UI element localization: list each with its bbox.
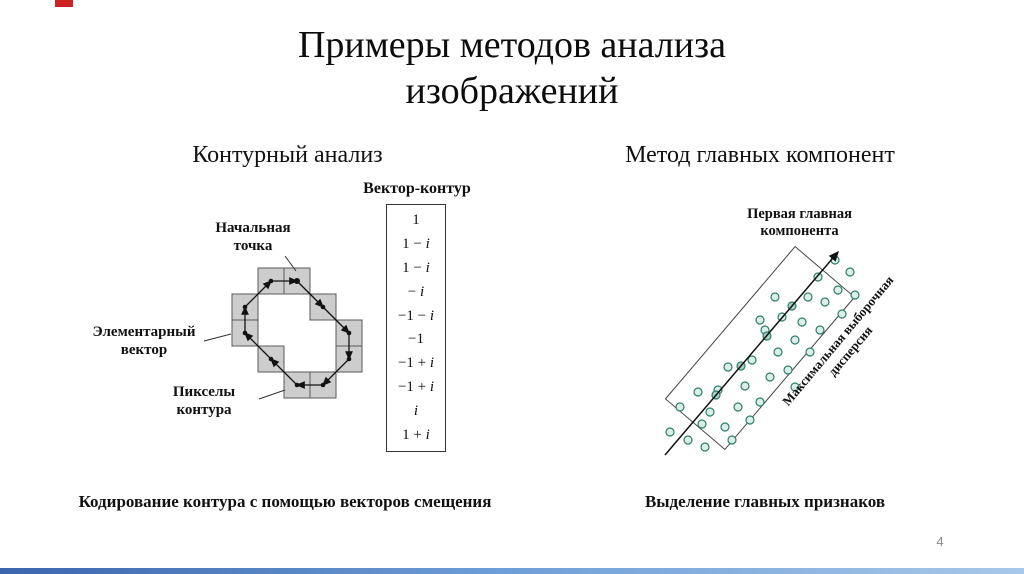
elementary-vector-arrow	[244, 280, 272, 308]
elementary-vector-arrow	[244, 332, 272, 360]
left-caption: Кодирование контура с помощью векторов с…	[78, 492, 492, 511]
data-point	[747, 355, 757, 365]
contour-node-dot	[294, 382, 300, 388]
data-point	[773, 347, 783, 357]
data-point	[755, 397, 765, 407]
data-point	[803, 292, 813, 302]
principal-component-label: Первая главная компонента	[732, 206, 867, 241]
data-point	[815, 325, 825, 335]
data-point	[770, 292, 780, 302]
data-point	[845, 267, 855, 277]
slide-title: Примеры методов анализа изображений	[0, 22, 1024, 115]
data-point	[813, 272, 823, 282]
data-point	[755, 315, 765, 325]
principal-axis-arrow	[664, 250, 839, 456]
data-point	[830, 255, 840, 265]
start-point-label: Начальная точка	[215, 220, 291, 254]
data-point	[705, 407, 715, 417]
vector-contour-label: Вектор-контур	[363, 180, 471, 197]
vector-value: − i	[407, 283, 425, 300]
data-point	[797, 317, 807, 327]
elementary-vector-label: Элементарный вектор	[92, 324, 196, 358]
contour-node-dot	[268, 356, 274, 362]
contour-pixels-label: Пикселы контура	[172, 384, 236, 418]
contour-node-dot	[242, 330, 248, 336]
data-point	[765, 372, 775, 382]
label-leader-line	[284, 255, 297, 272]
label-leader-line	[203, 333, 232, 342]
elementary-vector-arrow	[296, 280, 324, 308]
data-point	[790, 382, 800, 392]
vector-value: i	[413, 403, 419, 419]
corner-red-mark	[55, 0, 73, 7]
contour-node-dot	[268, 278, 274, 284]
data-point	[683, 435, 693, 445]
data-point	[805, 347, 815, 357]
data-point	[837, 309, 847, 319]
vector-value: −1 − i	[397, 307, 435, 324]
vector-value: −1 + i	[397, 379, 435, 396]
data-point	[720, 422, 730, 432]
vector-value: 1 + i	[402, 426, 430, 443]
contour-node-dot	[320, 382, 326, 388]
principal-component-label-line2: компонента	[760, 223, 839, 240]
data-point	[665, 427, 675, 437]
data-point	[727, 435, 737, 445]
data-point	[790, 335, 800, 345]
start-point-dot	[294, 278, 300, 284]
contour-svg	[203, 255, 363, 400]
data-point	[745, 415, 755, 425]
footer-bar	[0, 568, 1024, 574]
vector-value: 1 − i	[402, 259, 430, 276]
right-caption: Выделение главных признаков	[644, 492, 886, 511]
data-point	[693, 387, 703, 397]
elementary-vector-arrow	[322, 306, 350, 334]
contour-node-dot	[320, 304, 326, 310]
vector-value: −1	[408, 331, 424, 348]
data-point	[723, 362, 733, 372]
contour-node-dot	[346, 356, 352, 362]
vector-value: 1 − i	[402, 235, 430, 252]
data-point	[675, 402, 685, 412]
data-point	[733, 402, 743, 412]
elementary-vector-arrow	[270, 358, 298, 386]
pca-svg	[664, 245, 860, 456]
page-number: 4	[936, 534, 944, 549]
vector-list: 1 1 − i 1 − i − i −1 − i −1 −1 + i −1 + i i 1 + i	[386, 204, 446, 452]
contour-node-dot	[346, 330, 352, 336]
vector-value: −1 + i	[397, 355, 435, 372]
elementary-vector-arrow	[322, 358, 350, 386]
data-point	[697, 419, 707, 429]
slide-title-line2: изображений	[405, 70, 619, 113]
slide-title-line1: Примеры методов анализа	[297, 24, 726, 66]
label-leader-line	[258, 389, 286, 400]
principal-component-label-line1: Первая главная	[747, 206, 852, 222]
data-point	[850, 290, 860, 300]
data-point	[740, 381, 750, 391]
contour-node-dot	[242, 304, 248, 310]
vector-value: 1	[412, 212, 420, 228]
right-section-heading: Метод главных компонент	[625, 142, 895, 168]
data-point	[700, 442, 710, 452]
left-section-heading: Контурный анализ	[192, 142, 383, 168]
data-point	[820, 297, 830, 307]
data-point	[783, 365, 793, 375]
data-point	[833, 285, 843, 295]
